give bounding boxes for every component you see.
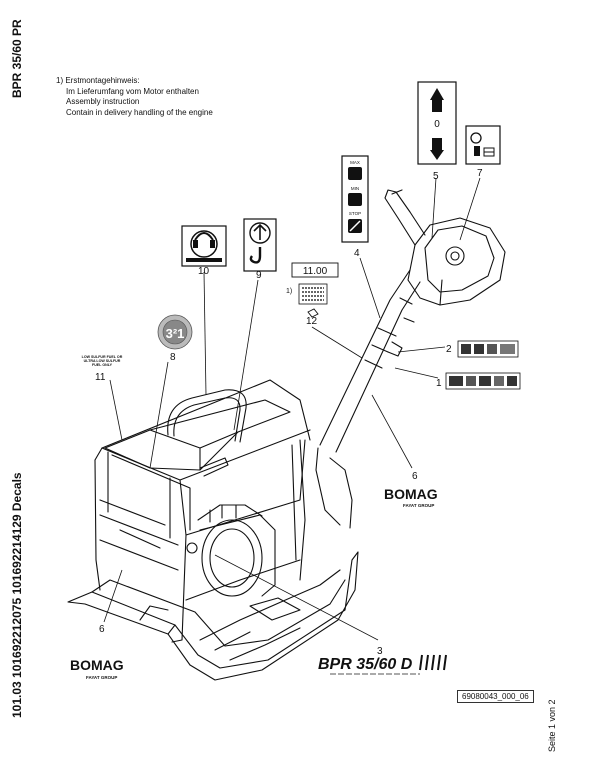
label-min: MIN xyxy=(351,186,359,191)
model-label: BPR 35/60 D xyxy=(318,656,413,673)
callout-9: 9 xyxy=(256,270,262,281)
decal-2-warning-strip xyxy=(457,340,519,358)
decal-9-lifting-point xyxy=(243,218,277,272)
assembly-note: 1) Erstmontagehinweis: Im Lieferumfang v… xyxy=(56,76,213,118)
seal-label: 3²1 xyxy=(166,326,185,341)
callout-8: 8 xyxy=(170,352,176,363)
callout-6-upper: 6 xyxy=(412,471,418,482)
callout-12: 12 xyxy=(306,316,318,327)
model-decal: BPR 35/60 D xyxy=(318,654,447,675)
machine-frame xyxy=(94,379,311,643)
note-line-3: Assembly instruction xyxy=(66,97,140,106)
callout-2: 2 xyxy=(446,344,452,355)
callout-4: 4 xyxy=(354,248,360,259)
decal-5-direction: 0 xyxy=(417,81,457,165)
callouts: 1 2 3 4 5 6 6 7 8 9 10 11 12 xyxy=(95,168,483,657)
footnote-marker: 1) xyxy=(286,288,292,295)
brand-decal-upper: BOMAG FAYAT GROUP xyxy=(384,486,438,508)
decal-8-seal: 3²1 xyxy=(157,314,193,350)
note-line-2: Im Lieferumfang vom Motor enthalten xyxy=(66,86,199,96)
note-line-1: 1) Erstmontagehinweis: xyxy=(56,76,140,85)
handle-head xyxy=(384,189,506,306)
label-max: MAX xyxy=(350,160,360,165)
leader-lines xyxy=(103,177,481,641)
decal-1-warning-strip xyxy=(445,372,521,390)
engine-hood xyxy=(99,399,291,549)
callout-5: 5 xyxy=(433,171,439,182)
note-line-4: Contain in delivery handling of the engi… xyxy=(66,107,213,117)
callout-1: 1 xyxy=(436,378,442,389)
brand-lower: BOMAG xyxy=(70,657,124,673)
label-stop: STOP xyxy=(349,211,361,216)
decal-7-manual xyxy=(465,125,501,165)
decal-10-ear-protection xyxy=(181,225,227,267)
fuel-note-text: LOW SULFUR FUEL OR ULTRA LOW SULFUR FUEL… xyxy=(81,355,123,367)
callout-10: 10 xyxy=(198,266,210,277)
decal-11-fuel: LOW SULFUR FUEL OR ULTRA LOW SULFUR FUEL… xyxy=(81,355,123,367)
callout-6-lower: 6 xyxy=(99,624,105,635)
brand-lower-sub: FAYAT GROUP xyxy=(86,675,117,680)
value-box-label: 11.00 xyxy=(303,266,328,277)
arrow-zero-label: 0 xyxy=(434,119,440,130)
decal-4-throttle: MAX MIN STOP xyxy=(341,155,369,243)
brand-upper-sub: FAYAT GROUP xyxy=(403,503,434,508)
callout-7: 7 xyxy=(477,168,483,179)
drawing-reference: 69080043_000_06 xyxy=(457,690,534,703)
lifting-hoop xyxy=(167,389,247,443)
brand-decal-lower: BOMAG FAYAT GROUP xyxy=(70,657,124,680)
callout-11: 11 xyxy=(95,372,106,383)
decal-12-group: 11.00 1) xyxy=(286,262,339,318)
exciter-drum xyxy=(186,504,276,597)
guide-handle xyxy=(315,269,421,529)
brand-upper: BOMAG xyxy=(384,486,438,502)
callout-3: 3 xyxy=(377,646,383,657)
base-plate xyxy=(67,551,359,681)
